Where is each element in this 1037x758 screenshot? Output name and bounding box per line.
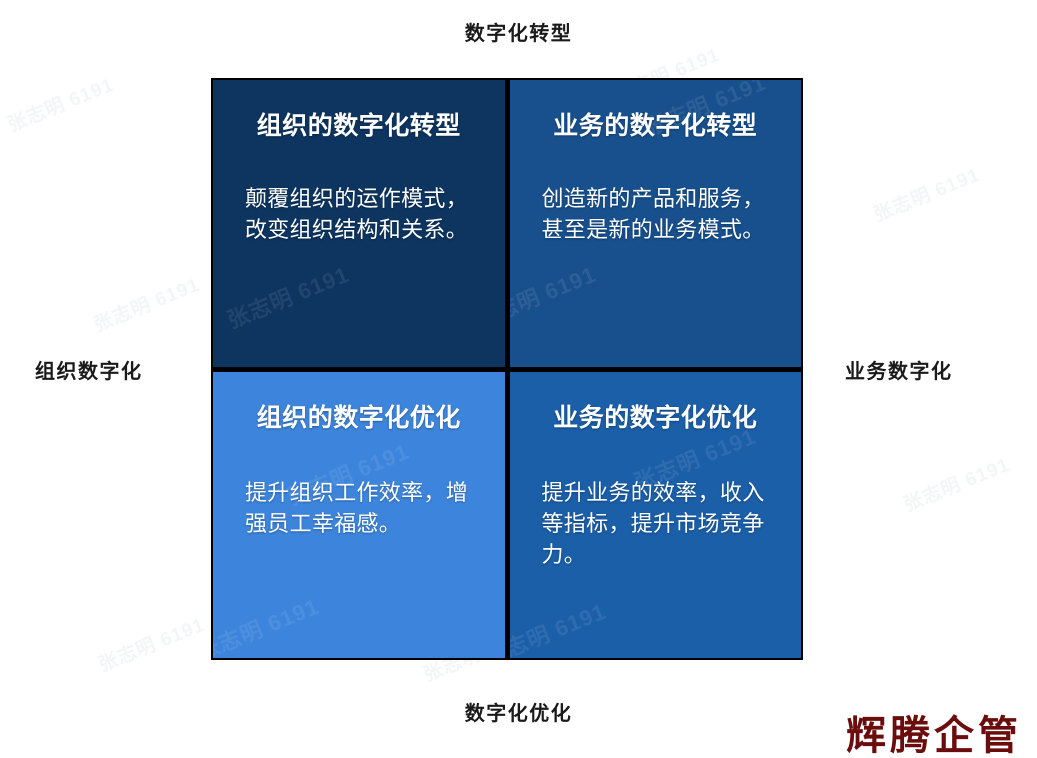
quadrant-title: 组织的数字化优化 (256, 403, 461, 432)
background-watermark: 张志明 6191 (870, 164, 984, 227)
quadrant-body: 提升组织工作效率，增强员工幸福感。 (245, 479, 469, 536)
axis-label-top: 数字化转型 (464, 23, 573, 45)
quadrant-watermark: 张志明 6191 (223, 261, 353, 334)
axis-label-left: 组织数字化 (35, 361, 143, 383)
background-watermark: 张志明 6191 (95, 614, 209, 677)
axis-label-right: 业务数字化 (845, 361, 953, 383)
quadrant-watermark: 张志明 6191 (509, 598, 610, 658)
background-watermark: 张志明 6191 (90, 274, 204, 337)
quadrant-title: 组织的数字化转型 (256, 112, 461, 140)
axis-label-bottom: 数字化优化 (464, 703, 573, 725)
quadrant-body: 创造新的产品和服务，甚至是新的业务模式。 (541, 186, 765, 243)
quadrant-matrix: 张志明 6191 组织的数字化转型 颠覆组织的运作模式，改变组织结构和关系。 张… (211, 78, 803, 660)
quadrant-body: 颠覆组织的运作模式，改变组织结构和关系。 (245, 186, 469, 243)
quadrant-bottom-right: 张志明 6191 张志明 6191 业务的数字化优化 提升业务的效率，收入等指标… (509, 371, 801, 658)
quadrant-top-right: 张志明 6191 张志明 6191 业务的数字化转型 创造新的产品和服务，甚至是… (509, 80, 801, 367)
brand-mark: 辉腾企管 (846, 713, 1022, 758)
quadrant-title: 业务的数字化转型 (553, 112, 758, 140)
background-watermark: 张志明 6191 (4, 74, 118, 137)
quadrant-watermark: 张志明 6191 (213, 593, 323, 658)
quadrant-bottom-left: 张志明 6191 张志明 6191 组织的数字化优化 提升组织工作效率，增强员工… (213, 371, 505, 658)
quadrant-body: 提升业务的效率，收入等指标，提升市场竞争力。 (541, 479, 765, 567)
background-watermark: 张志明 6191 (900, 454, 1014, 517)
quadrant-top-left: 张志明 6191 组织的数字化转型 颠覆组织的运作模式，改变组织结构和关系。 (213, 80, 505, 367)
quadrant-title: 业务的数字化优化 (553, 403, 758, 432)
quadrant-watermark: 张志明 6191 (509, 261, 600, 334)
